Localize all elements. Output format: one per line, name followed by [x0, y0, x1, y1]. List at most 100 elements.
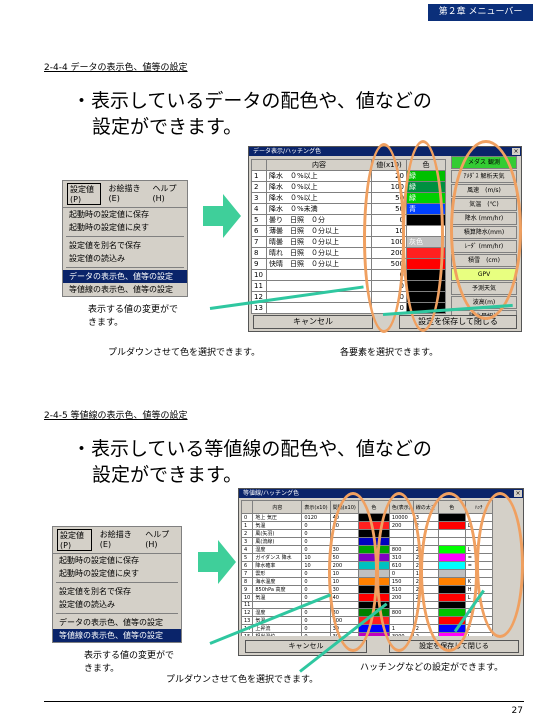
row-number: 0 — [241, 513, 254, 522]
row-label: 相当温位 — [252, 632, 303, 636]
menu-item-restore-startup[interactable]: 起動時の設定値に戻す — [59, 569, 139, 578]
row-number: 5 — [251, 214, 267, 226]
row-number: 7 — [241, 569, 254, 578]
value-cell[interactable]: 0 — [301, 585, 331, 594]
row-number: 1 — [251, 170, 267, 182]
menu-draw[interactable]: お絵描き(E) — [99, 530, 132, 549]
menu-bar: 設定値(P) お絵描き(E) ヘルプ(H) — [53, 527, 181, 554]
row-label: 風(矢羽) — [252, 529, 303, 538]
menu-item-restore-startup[interactable]: 起動時の設定値に戻す — [69, 223, 149, 232]
footer-rule — [44, 701, 524, 702]
row-number: 15 — [241, 632, 254, 636]
row-label: 曇り 日照 ０分 — [266, 214, 372, 226]
value-cell[interactable]: 0 — [301, 569, 331, 578]
menu-item-data-color[interactable]: データの表示色、値等の設定 — [63, 270, 187, 283]
note-hatch: ハッチングなどの設定ができます。 — [360, 663, 504, 673]
row-label: 降水確率 — [252, 561, 303, 570]
chapter-tab: 第２章 メニューバー — [428, 4, 533, 21]
menu-settings[interactable]: 設定値(P) — [67, 183, 101, 205]
value-cell[interactable]: 10 — [301, 561, 331, 570]
section-title-2-4-5: 2-4-5 等値線の表示色、値等の設定 — [44, 411, 188, 421]
note-elements: 各要素を選択できます。 — [340, 348, 439, 358]
row-number: 6 — [251, 225, 267, 237]
row-label: 快晴 日照 ０分以上 — [266, 258, 372, 270]
row-number: 9 — [251, 258, 267, 270]
close-icon[interactable]: × — [514, 490, 522, 497]
row-label: 降水 ０%以上 — [266, 170, 372, 182]
menu-item-save-startup[interactable]: 起動時の設定値に保存 — [59, 556, 139, 565]
value-cell[interactable]: 0 — [301, 632, 331, 636]
row-number: 7 — [251, 236, 267, 248]
value-cell[interactable]: 0120 — [301, 513, 331, 522]
column-header: 表示(x10) — [301, 500, 331, 514]
menu-settings[interactable]: 設定値(P) — [57, 529, 92, 551]
page-number: 27 — [511, 706, 523, 716]
value-cell[interactable]: 0 — [301, 577, 331, 586]
row-number: 2 — [251, 181, 267, 193]
section1-line1: ・表示しているデータの配色や、値などの — [72, 90, 432, 112]
value-cell[interactable]: 10 — [301, 553, 331, 562]
menu-separator — [66, 267, 184, 268]
row-label — [266, 302, 372, 314]
row-label — [266, 269, 372, 281]
menu-item-contour-color[interactable]: 等値線の表示色、値等の設定 — [53, 629, 181, 642]
row-label: 薄曇 日照 ０分以上 — [266, 225, 372, 237]
row-number: 13 — [241, 616, 254, 625]
note-value-change: 表示する値の変更ができます。 — [84, 651, 175, 674]
note-pulldown: プルダウンさせて色を選択できます。 — [166, 675, 319, 685]
note-value-change: 表示する値の変更ができます。 — [88, 305, 179, 328]
menu-item-data-color[interactable]: データの表示色、値等の設定 — [59, 618, 163, 627]
row-label: 降水 ０%以上 — [266, 192, 372, 204]
row-number: 2 — [241, 529, 254, 538]
row-label: 雲形 — [252, 569, 303, 578]
value-cell[interactable]: 0 — [301, 624, 331, 633]
row-number: 9 — [241, 585, 254, 594]
row-number: 5 — [241, 553, 254, 562]
row-number: 3 — [241, 537, 254, 546]
menu-item-save-startup[interactable]: 起動時の設定値に保存 — [69, 210, 149, 219]
row-label: ガイダンス 降水 — [252, 553, 303, 562]
menu-separator — [56, 613, 178, 614]
value-cell[interactable]: 0 — [301, 521, 331, 530]
row-number: 4 — [251, 203, 267, 215]
column-header: 内容 — [252, 500, 303, 514]
column-header — [241, 500, 254, 514]
menu-help[interactable]: ヘルプ(H) — [145, 530, 170, 549]
row-label: 晴れ 日照 ０分以上 — [266, 247, 372, 259]
value-cell[interactable]: 0 — [301, 608, 331, 617]
row-label: 晴曇 日照 ０分以上 — [266, 236, 372, 248]
menu-item-save-as[interactable]: 設定値を別名で保存 — [69, 241, 141, 250]
window-title: 等値線/ハッチング色× — [239, 489, 523, 498]
cancel-button[interactable]: キャンセル — [253, 315, 373, 329]
value-cell[interactable]: 0 — [301, 529, 331, 538]
row-label: 降水 ０%以上 — [266, 181, 372, 193]
row-label: 気温 — [252, 593, 303, 602]
menu-separator — [66, 236, 184, 237]
row-label: 湿度 — [252, 545, 303, 554]
value-cell[interactable]: 0 — [301, 537, 331, 546]
value-cell[interactable]: 0 — [301, 616, 331, 625]
menu-settings-1: 設定値(P) お絵描き(E) ヘルプ(H) 起動時の設定値に保存 起動時の設定値… — [62, 180, 188, 297]
highlight-oval-widths — [420, 492, 478, 652]
row-label: 上昇流 — [252, 624, 303, 633]
arrow-right-icon — [198, 540, 236, 584]
highlight-oval-colors — [402, 140, 444, 332]
note-pulldown: プルダウンさせて色を選択できます。 — [108, 348, 261, 358]
menu-item-load[interactable]: 設定値の読込み — [69, 254, 125, 263]
row-number: 8 — [241, 577, 254, 586]
highlight-oval-elements — [450, 140, 522, 320]
menu-help[interactable]: ヘルプ(H) — [152, 184, 177, 203]
section1-line2: 設定ができます。 — [92, 116, 243, 138]
menu-item-load[interactable]: 設定値の読込み — [59, 600, 115, 609]
value-cell[interactable]: 0 — [301, 545, 331, 554]
hatch-cell[interactable]: L — [464, 632, 493, 636]
menu-item-save-as[interactable]: 設定値を別名で保存 — [59, 587, 131, 596]
row-number: 3 — [251, 192, 267, 204]
highlight-oval-values — [363, 143, 405, 333]
menu-draw[interactable]: お絵描き(E) — [108, 184, 141, 203]
row-number: 10 — [251, 269, 267, 281]
highlight-oval-colors — [376, 492, 422, 652]
row-number: 10 — [241, 593, 254, 602]
close-icon[interactable]: × — [512, 148, 520, 155]
menu-item-contour-color[interactable]: 等値線の表示色、値等の設定 — [69, 285, 173, 294]
